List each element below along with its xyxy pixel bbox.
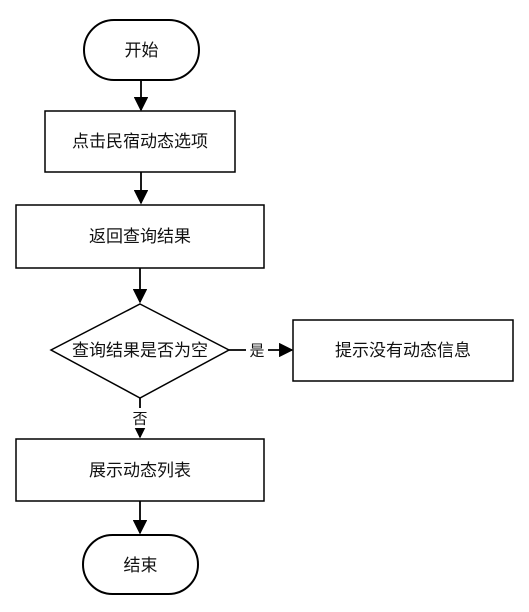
node-show-list: 展示动态列表	[15, 438, 265, 502]
node-is-empty-label: 查询结果是否为空	[72, 341, 208, 361]
node-click-dynamic-label: 点击民宿动态选项	[72, 132, 208, 152]
node-show-list-label: 展示动态列表	[89, 461, 191, 481]
node-prompt-none-label: 提示没有动态信息	[335, 341, 471, 361]
edge-no-label: 否	[132, 410, 147, 428]
node-start: 开始	[83, 19, 200, 81]
edge-yes-label: 是	[249, 342, 264, 360]
node-return-results-label: 返回查询结果	[89, 227, 191, 247]
node-is-empty: 查询结果是否为空	[49, 303, 231, 399]
edge-yes-label-bg	[246, 340, 268, 360]
node-prompt-none: 提示没有动态信息	[292, 319, 514, 382]
node-return-results: 返回查询结果	[15, 204, 265, 269]
node-end: 结束	[82, 534, 199, 595]
node-click-dynamic: 点击民宿动态选项	[44, 110, 236, 173]
edge-no-label-bg	[130, 408, 150, 428]
node-end-label: 结束	[124, 556, 158, 576]
node-start-label: 开始	[125, 41, 159, 61]
